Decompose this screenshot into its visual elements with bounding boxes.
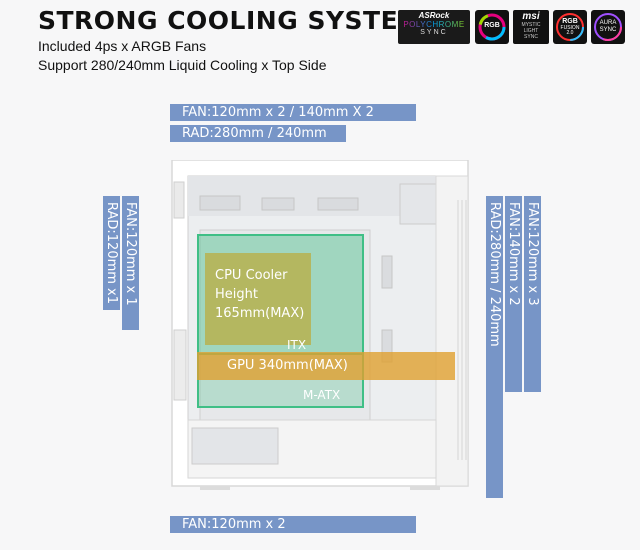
- aura-ring-icon: [594, 13, 622, 41]
- front-fan-120-bar: FAN:120mm x 3: [524, 196, 541, 392]
- subtitle-liquid-cooling: Support 280/240mm Liquid Cooling x Top S…: [38, 57, 327, 73]
- cpu-cooler-label: CPU Cooler Height 165mm(MAX): [215, 268, 305, 321]
- gpu-length-bar: [197, 352, 455, 380]
- matx-label: M-ATX: [303, 388, 341, 402]
- page-title: STRONG COOLING SYSTEM: [38, 6, 424, 35]
- cpu-cooler-area: [205, 253, 311, 345]
- rgb-ring-icon: [478, 13, 506, 41]
- asrock-polychrome-logo: ASRock POLYCHROME SYNC: [398, 10, 470, 44]
- itx-label: ITX: [287, 338, 307, 352]
- front-rad-bar: RAD:280mm / 240mm: [486, 196, 503, 498]
- rgb-badge-logo: RGB: [475, 10, 509, 44]
- msi-mystic-light-logo: msi MYSTIC LIGHT SYNC: [513, 10, 549, 44]
- top-rad-bar: RAD:280mm / 240mm: [170, 125, 346, 142]
- front-fan-140-bar: FAN:140mm x 2: [505, 196, 522, 392]
- top-fan-bar: FAN:120mm x 2 / 140mm X 2: [170, 104, 416, 121]
- gpu-length-label: GPU 340mm(MAX): [227, 358, 348, 373]
- rear-rad-bar: RAD:120mm x1: [103, 196, 120, 310]
- subtitle-fans: Included 4ps x ARGB Fans: [38, 38, 207, 54]
- rgb-fusion-ring-icon: [556, 13, 584, 41]
- rgb-fusion-logo: RGB FUSION 2.0: [553, 10, 587, 44]
- rear-fan-bar: FAN:120mm x 1: [122, 196, 139, 330]
- bottom-fan-bar: FAN:120mm x 2: [170, 516, 416, 533]
- aura-sync-logo: AURA SYNC: [591, 10, 625, 44]
